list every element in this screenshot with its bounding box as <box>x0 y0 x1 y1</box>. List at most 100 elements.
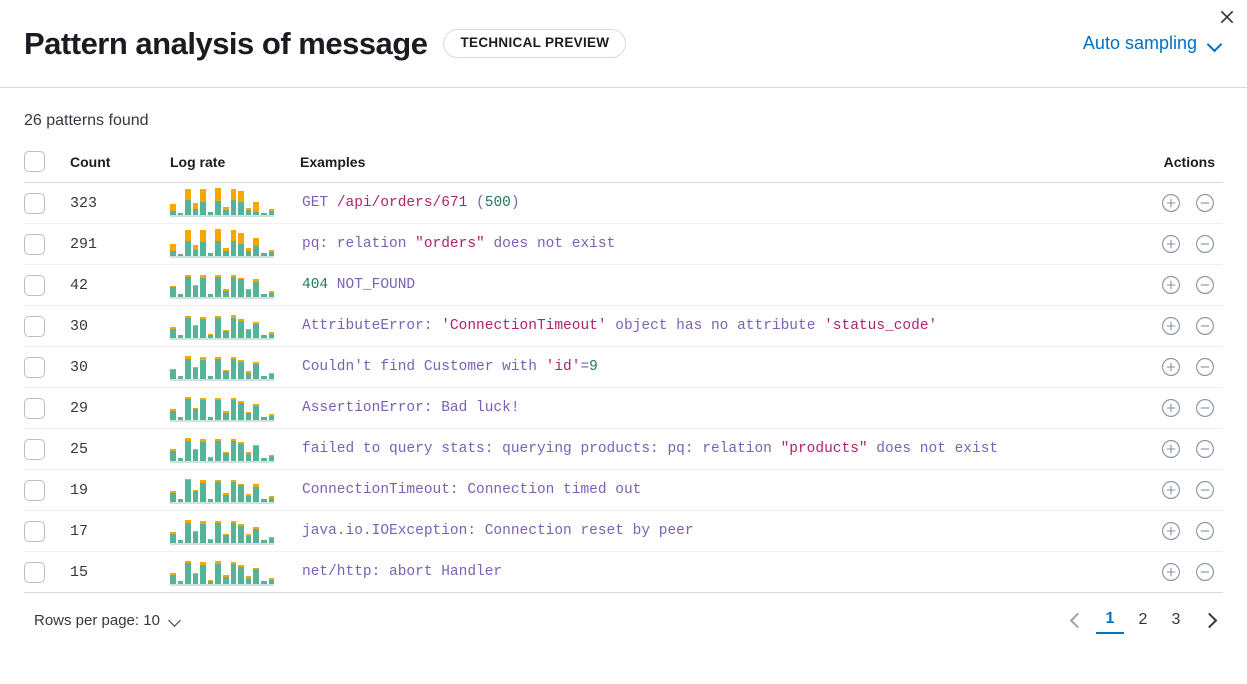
filter-out-value-button[interactable] <box>1195 234 1215 254</box>
filter-out-value-button[interactable] <box>1195 398 1215 418</box>
row-checkbox[interactable] <box>24 397 45 419</box>
log-rate-sparkline <box>170 229 275 258</box>
row-checkbox[interactable] <box>24 192 45 214</box>
cell-example: AttributeError: 'ConnectionTimeout' obje… <box>300 305 1113 347</box>
sparkline-segment-teal <box>253 245 259 256</box>
sparkline-bar <box>170 491 176 502</box>
auto-sampling-dropdown[interactable]: Auto sampling <box>1083 33 1223 54</box>
sparkline-bar <box>245 411 252 420</box>
sparkline-bar <box>260 294 267 297</box>
sparkline-segment-teal <box>177 499 184 502</box>
filter-out-value-button[interactable] <box>1195 439 1215 459</box>
example-token: = <box>580 359 590 375</box>
row-checkbox[interactable] <box>24 315 45 337</box>
sparkline-segment-orange <box>170 572 176 576</box>
filter-for-value-button[interactable] <box>1161 521 1181 541</box>
filter-for-value-button[interactable] <box>1161 234 1181 254</box>
row-checkbox[interactable] <box>24 274 45 296</box>
sparkline-bar <box>223 247 229 256</box>
sparkline-segment-teal <box>268 415 275 420</box>
cell-example: java.io.IOException: Connection reset by… <box>300 510 1113 552</box>
filter-out-value-button[interactable] <box>1195 480 1215 500</box>
filter-out-value-button[interactable] <box>1195 316 1215 336</box>
sparkline-segment-orange <box>215 520 222 524</box>
filter-out-value-button[interactable] <box>1195 275 1215 295</box>
sparkline-segment-teal <box>200 277 206 297</box>
sparkline-bar <box>238 277 244 297</box>
filter-out-value-button[interactable] <box>1195 562 1215 582</box>
sparkline-bar <box>260 376 267 379</box>
column-header-examples[interactable]: Examples <box>300 151 1113 183</box>
filter-for-value-button[interactable] <box>1161 480 1181 500</box>
sparkline-segment-teal <box>200 201 206 215</box>
row-checkbox[interactable] <box>24 479 45 501</box>
column-header-count[interactable]: Count <box>70 151 170 183</box>
sparkline-segment-teal <box>170 492 176 502</box>
row-checkbox[interactable] <box>24 438 45 460</box>
pagination-page-1[interactable]: 1 <box>1096 606 1124 634</box>
sparkline-segment-teal <box>253 529 259 543</box>
sparkline-segment-orange <box>223 533 229 536</box>
rows-per-page-dropdown[interactable]: Rows per page: 10 <box>34 612 182 629</box>
sparkline-bar <box>260 417 267 420</box>
row-checkbox[interactable] <box>24 233 45 255</box>
filter-out-value-button[interactable] <box>1195 193 1215 213</box>
filter-for-value-button[interactable] <box>1161 357 1181 377</box>
example-token: failed to query stats: querying products… <box>302 441 781 457</box>
sparkline-bar <box>245 534 252 543</box>
sparkline-segment-teal <box>170 370 176 379</box>
filter-for-value-button[interactable] <box>1161 562 1181 582</box>
cell-actions <box>1113 551 1223 593</box>
sparkline-segment-teal <box>177 212 184 215</box>
row-checkbox[interactable] <box>24 356 45 378</box>
sparkline-segment-teal <box>253 282 259 297</box>
filter-for-value-button[interactable] <box>1161 275 1181 295</box>
pagination-page-2[interactable]: 2 <box>1138 611 1148 628</box>
filter-for-value-button[interactable] <box>1161 316 1181 336</box>
select-all-checkbox[interactable] <box>24 151 45 172</box>
sparkline-segment-orange <box>230 520 237 523</box>
cell-actions <box>1113 387 1223 429</box>
sparkline-bar <box>238 191 244 215</box>
sparkline-segment-teal <box>268 210 275 215</box>
filter-for-value-button[interactable] <box>1161 193 1181 213</box>
sparkline-bar <box>260 499 267 502</box>
sparkline-bar <box>170 285 176 297</box>
filter-for-value-button[interactable] <box>1161 398 1181 418</box>
sparkline-bar <box>253 238 259 256</box>
sparkline-bar <box>170 449 176 461</box>
sparkline-segment-teal <box>223 209 229 215</box>
sparkline-bar <box>260 212 267 215</box>
row-checkbox[interactable] <box>24 520 45 542</box>
pagination-page-3[interactable]: 3 <box>1171 611 1181 628</box>
pagination-next-button[interactable] <box>1195 606 1223 634</box>
sparkline-bar <box>177 294 184 297</box>
pagination-previous-button[interactable] <box>1063 606 1091 634</box>
column-header-log-rate[interactable]: Log rate <box>170 151 300 183</box>
filter-out-value-button[interactable] <box>1195 521 1215 541</box>
filter-out-value-button[interactable] <box>1195 357 1215 377</box>
sparkline-bar <box>268 536 275 543</box>
sparkline-segment-teal <box>260 581 267 584</box>
sparkline-segment-teal <box>215 563 222 584</box>
sparkline-segment-orange <box>192 367 199 369</box>
sparkline-segment-teal <box>185 240 191 256</box>
close-button[interactable] <box>1213 3 1241 31</box>
sparkline-bar <box>185 560 191 584</box>
example-token: net/http: abort Handler <box>302 564 503 580</box>
sparkline-segment-orange <box>253 567 259 570</box>
cell-actions <box>1113 264 1223 306</box>
cell-example: 404 NOT_FOUND <box>300 264 1113 306</box>
row-checkbox[interactable] <box>24 561 45 583</box>
filter-for-value-button[interactable] <box>1161 439 1181 459</box>
